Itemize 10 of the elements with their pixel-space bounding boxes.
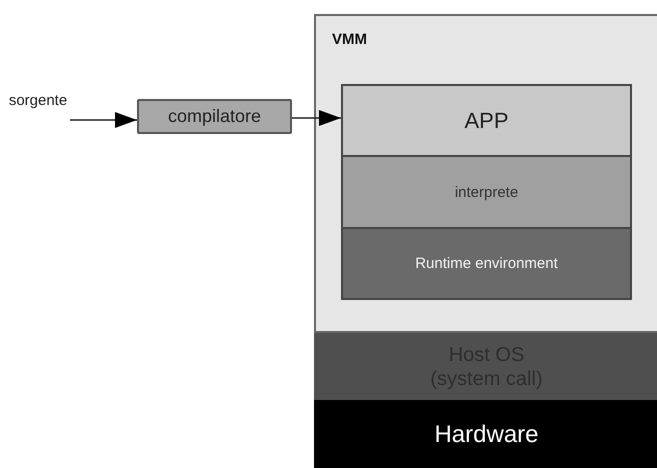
runtime-layer: Runtime environment [341,228,632,300]
input-label: sorgente [6,92,70,124]
compiler-box: compilatore [137,99,292,134]
arrow [292,110,341,126]
arrow [70,112,137,128]
container-title: VMM [331,30,367,48]
vmm-container [314,14,657,333]
app-layer: APP [341,84,632,156]
hardware-layer: Hardware [314,400,657,468]
interpreter-layer: interprete [341,156,632,228]
